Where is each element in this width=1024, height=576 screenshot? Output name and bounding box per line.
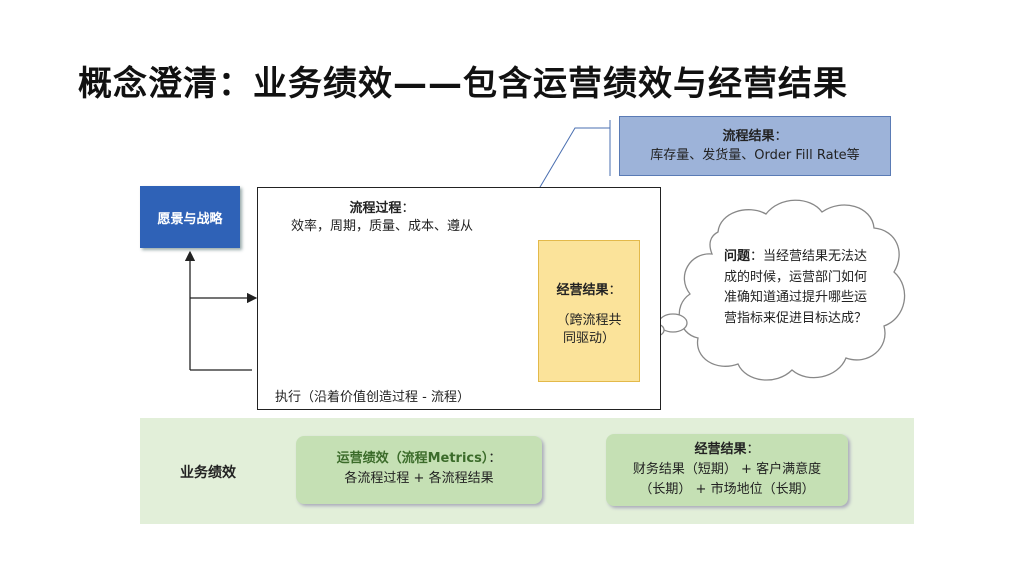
process-colon: ：: [401, 201, 415, 216]
flow-result-heading: 流程结果: [722, 129, 775, 144]
question-heading: 问题: [724, 249, 751, 264]
flow-result-colon: ：: [774, 129, 788, 144]
process-title: 流程过程： 效率，周期，质量、成本、遵从: [257, 200, 507, 236]
biz-result-line2: （长期） + 市场地位（长期）: [639, 482, 815, 497]
performance-label: 业务绩效: [180, 465, 236, 481]
ops-result-line1: （跨流程共: [556, 313, 622, 328]
ops-result-heading: 经营结果: [556, 283, 609, 298]
process-items: 效率，周期，质量、成本、遵从: [290, 219, 473, 234]
execution-label: 执行（沿着价值创造过程 - 流程）: [275, 390, 470, 405]
vision-strategy-box: 愿景与战略: [140, 186, 240, 248]
biz-result-line1: 财务结果（短期） + 客户满意度: [632, 462, 822, 477]
ops-perf-colon: ：: [488, 451, 502, 466]
ops-performance-box: 运营绩效（流程Metrics）： 各流程过程 + 各流程结果: [296, 436, 542, 504]
ops-result-colon: ：: [608, 283, 622, 298]
ops-perf-text: 各流程过程 + 各流程结果: [344, 471, 494, 486]
biz-result-colon: ：: [746, 442, 760, 457]
business-result-box: 经营结果： 财务结果（短期） + 客户满意度 （长期） + 市场地位（长期）: [606, 434, 848, 506]
ops-perf-heading: 运营绩效（流程Metrics）: [336, 451, 489, 466]
ops-result-box: 经营结果： （跨流程共 同驱动）: [538, 240, 640, 382]
page-title: 概念澄清：业务绩效——包含运营绩效与经营结果: [78, 64, 848, 104]
process-heading: 流程过程: [349, 201, 402, 216]
flow-result-box: 流程结果： 库存量、发货量、Order Fill Rate等: [619, 116, 891, 176]
biz-result-heading: 经营结果: [694, 442, 747, 457]
question-body: ：当经营结果无法达成的时候，运营部门如何准确知道通过提升哪些运营指标来促进目标达…: [724, 249, 868, 326]
flow-result-text: 库存量、发货量、Order Fill Rate等: [650, 148, 860, 163]
ops-result-line2: 同驱动）: [562, 331, 615, 346]
question-text: 问题：当经营结果无法达成的时候，运营部门如何准确知道通过提升哪些运营指标来促进目…: [724, 247, 874, 329]
